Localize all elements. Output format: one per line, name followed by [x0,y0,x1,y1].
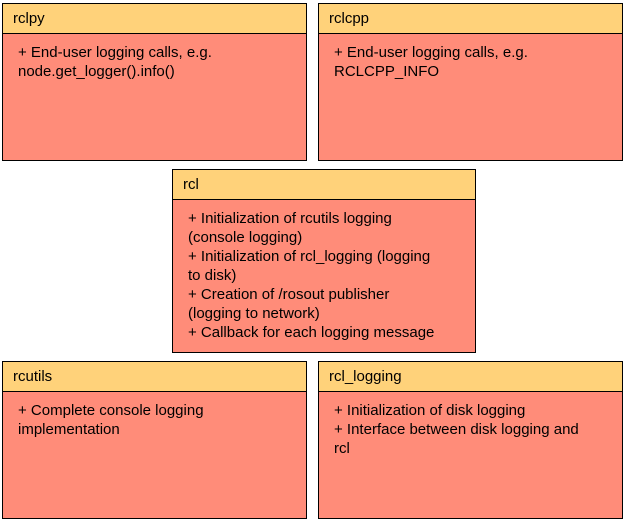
rcl-line: + Initialization of rcl_logging (logging [188,248,431,265]
rcl-logging-body: + Initialization of disk logging + Inter… [319,392,622,458]
rcutils-line: + Complete console logging [18,402,204,419]
rcl-line: (console logging) [188,229,303,246]
rclpy-line: node.get_logger().info() [18,63,175,80]
rclpy-title: rclpy [3,4,306,34]
rcl-logging-box: rcl_logging + Initialization of disk log… [318,361,623,519]
rcl-logging-line: + Interface between disk logging and [334,421,579,438]
rclcpp-box: rclcpp + End-user logging calls, e.g. RC… [318,3,623,161]
rcutils-line: implementation [18,421,120,438]
rcl-title: rcl [173,170,475,200]
rcl-logging-title: rcl_logging [319,362,622,392]
rcutils-body: + Complete console logging implementatio… [3,392,306,439]
rclcpp-body: + End-user logging calls, e.g. RCLCPP_IN… [319,34,622,81]
rcl-box: rcl + Initialization of rcutils logging … [172,169,476,353]
rcl-line: (logging to network) [188,305,320,322]
rclcpp-line: RCLCPP_INFO [334,63,440,80]
rcutils-title: rcutils [3,362,306,392]
rcl-line: + Initialization of rcutils logging [188,210,392,227]
rcutils-box: rcutils + Complete console logging imple… [2,361,307,519]
rcl-logging-line: rcl [334,440,350,457]
rcl-body: + Initialization of rcutils logging (con… [173,200,475,342]
rclcpp-line: + End-user logging calls, e.g. [334,44,528,61]
rclpy-line: + End-user logging calls, e.g. [18,44,212,61]
rcl-line: + Callback for each logging message [188,324,435,341]
rcl-logging-line: + Initialization of disk logging [334,402,526,419]
rclpy-box: rclpy + End-user logging calls, e.g. nod… [2,3,307,161]
rcl-line: to disk) [188,267,237,284]
rcl-line: + Creation of /rosout publisher [188,286,390,303]
rclpy-body: + End-user logging calls, e.g. node.get_… [3,34,306,81]
rclcpp-title: rclcpp [319,4,622,34]
